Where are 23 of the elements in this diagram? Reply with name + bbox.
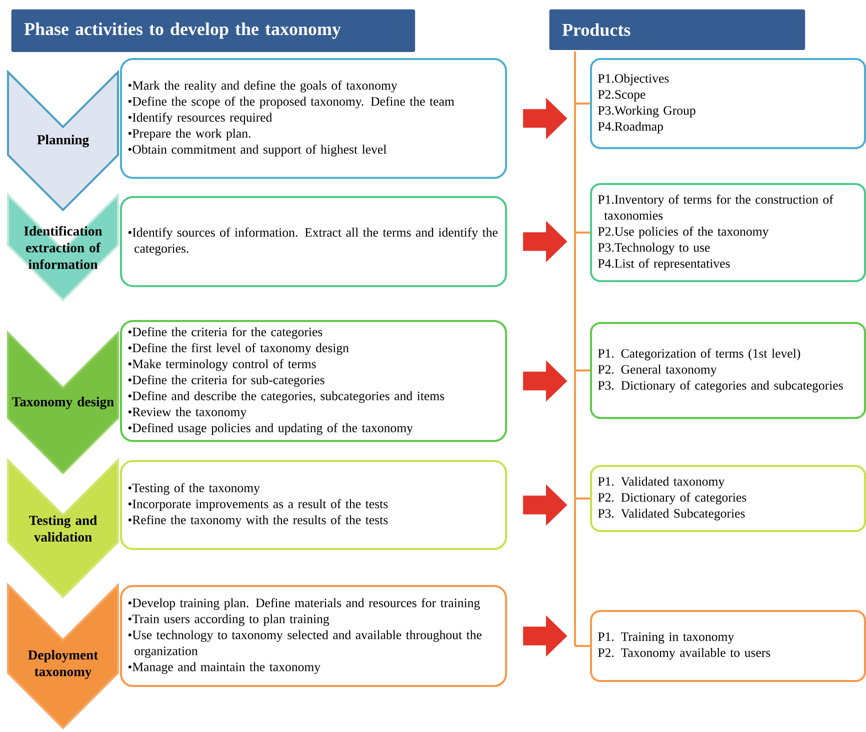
activity-box: •Mark the reality and define the goals of taxonomy •Define the scope of the proposed taxonomy. Define the team •Identify resources required •Prepare the work plan. •Obtain commitment and support of highest level: [120, 58, 508, 179]
activity-box: •Define the criteria for the categories •Define the first level of taxonomy design •Make terminology control of terms •Define the criteria for sub-categories •Define and describe the categories, subcategories and items •Review the taxonomy •Defined usage policies and updating of the taxonomy: [120, 320, 508, 442]
header-box: Phase activities to develop the taxonomy: [10, 8, 416, 54]
product-box: P1.Objectives P2.Scope P3.Working Group P4.Roadmap: [590, 58, 866, 150]
connector-line: [575, 232, 590, 234]
activity-box: •Develop training plan. Define materials and resources for training •Train users according to plan training •Use technology to taxonomy selected and available throughout the organization •Manage and maintain the taxonomy: [120, 585, 508, 687]
connector-line: [575, 645, 590, 647]
product-box: P1. Training in taxonomy P2. Taxonomy available to users: [590, 610, 866, 682]
header-box: Products: [548, 8, 806, 52]
connector-line: [575, 102, 590, 105]
activity-box: •Identify sources of information. Extract all the terms and identify the categories.: [120, 196, 508, 288]
phase-box: Taxonomy design: [7, 330, 119, 474]
activity-box: •Testing of the taxonomy •Incorporate improvements as a result of the tests •Refine the taxonomy with the results of the tests: [120, 460, 508, 550]
phase-box: Planning: [7, 70, 119, 212]
product-box: P1.Inventory of terms for the construction of taxonomies P2.Use policies of the taxonomy P3.Technology to use P4.List of representatives: [590, 183, 866, 282]
connector-line: [575, 498, 590, 500]
trunk-line: [574, 51, 576, 646]
connector-line: [575, 369, 590, 372]
phase-box: Deployment taxonomy: [7, 582, 119, 730]
phase-box: Identification extraction of information: [7, 192, 119, 302]
product-box: P1. Categorization of terms (1st level) P2. General taxonomy P3. Dictionary of categories and subcategories: [590, 322, 866, 419]
product-box: P1. Validated taxonomy P2. Dictionary of categories P3. Validated Subcategories: [590, 465, 866, 532]
phase-box: Testing and validation: [7, 458, 119, 598]
